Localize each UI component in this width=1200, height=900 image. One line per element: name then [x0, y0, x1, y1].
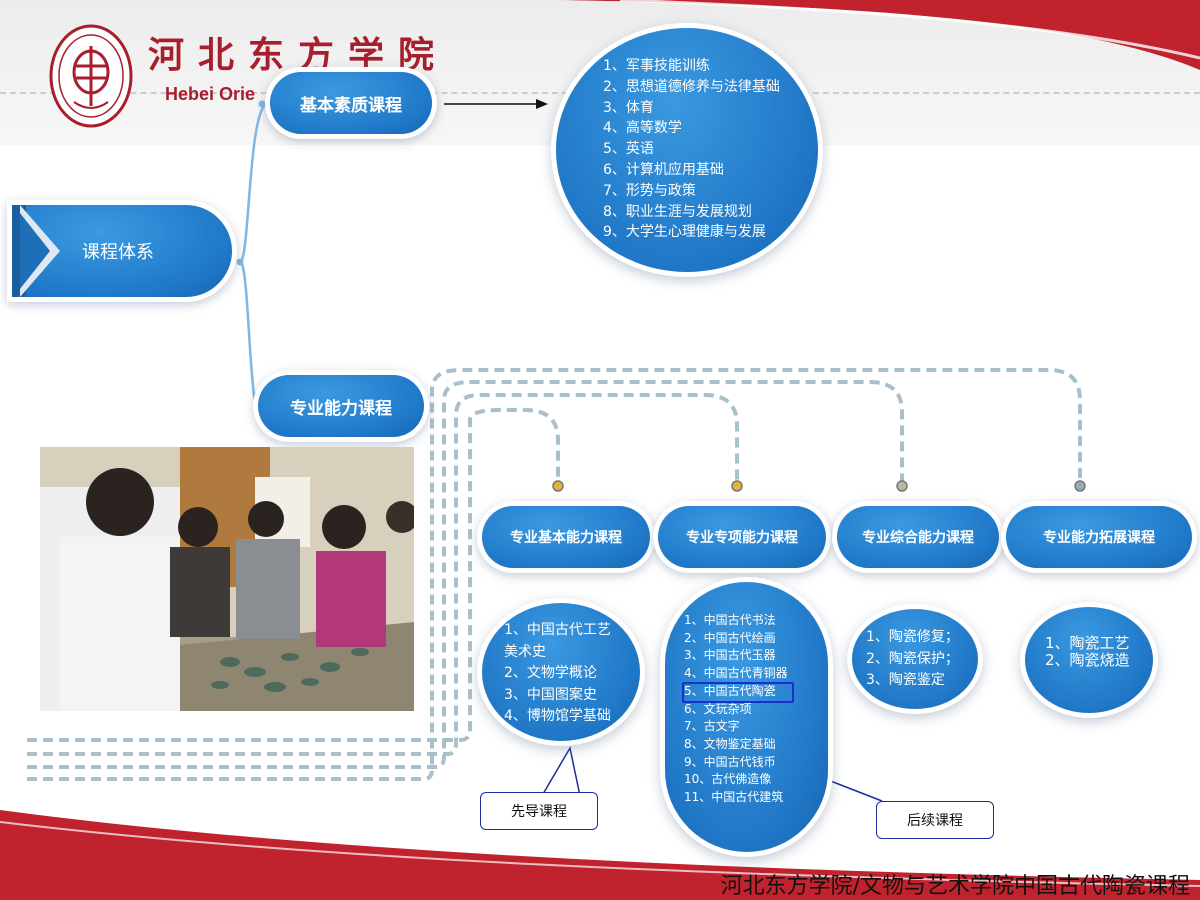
- node-prof-basic: 专业基本能力课程: [482, 506, 650, 568]
- prof-basic-course-list: 1、中国古代工艺 美术史 2、文物学概论 3、中国图案史 4、博物馆学基础: [482, 603, 640, 741]
- list-item: 3、陶瓷鉴定: [866, 672, 945, 688]
- school-name-cn: 河北东方学院: [148, 34, 449, 76]
- list-item: 1、陶瓷修复；: [866, 629, 959, 645]
- footer-caption: 河北东方学院/文物与艺术学院中国古代陶瓷课程: [720, 874, 1190, 899]
- callout-prerequisite: 先导课程: [480, 792, 598, 830]
- list-item: 2、思想道德修养与法律基础: [603, 78, 780, 95]
- basic-course-list: 1、军事技能训练 2、思想道德修养与法律基础 3、体育 4、高等数学 5、英语 …: [556, 28, 818, 272]
- list-item: 8、文物鉴定基础: [684, 736, 776, 751]
- list-item: 7、古文字: [684, 719, 740, 734]
- node-professional: 专业能力课程: [258, 375, 424, 437]
- list-item: 2、陶瓷烧造: [1045, 651, 1130, 669]
- list-item: 3、体育: [603, 99, 654, 116]
- root-node-label: 课程体系: [82, 242, 154, 263]
- node-prof-extension: 专业能力拓展课程: [1006, 506, 1192, 568]
- list-item: 3、中国古代玉器: [684, 648, 776, 663]
- list-item: 9、大学生心理健康与发展: [603, 224, 766, 241]
- list-item: 11、中国古代建筑: [684, 790, 784, 805]
- bottom-red-decoration: [0, 810, 1200, 900]
- chevron-inner: [20, 213, 50, 289]
- list-item: 9、中国古代钱币: [684, 754, 776, 769]
- list-item: 2、文物学概论: [504, 665, 597, 681]
- list-item: 4、高等数学: [603, 120, 682, 137]
- prof-extension-course-list: 1、陶瓷工艺 2、陶瓷烧造: [1025, 607, 1153, 713]
- list-item: 3、中国图案史: [504, 686, 597, 703]
- node-prof-basic-label: 专业基本能力课程: [510, 530, 622, 546]
- list-item: 1、中国古代工艺: [504, 622, 611, 638]
- list-item: 6、文玩杂项: [684, 701, 752, 716]
- school-seal-icon: [49, 24, 133, 128]
- list-item: 2、中国古代绘画: [684, 630, 776, 645]
- callout-prerequisite-label: 先导课程: [511, 804, 567, 820]
- callout-followup: 后续课程: [876, 801, 994, 839]
- node-professional-label: 专业能力课程: [290, 398, 392, 419]
- list-item: 4、博物馆学基础: [504, 708, 611, 724]
- list-item: 2、陶瓷保护；: [866, 650, 959, 667]
- list-item: 5、英语: [603, 141, 654, 158]
- list-item: 1、陶瓷工艺: [1045, 634, 1130, 652]
- node-basic-quality: 基本素质课程: [270, 72, 432, 134]
- list-item: 8、职业生涯与发展规划: [603, 203, 752, 220]
- prof-comprehensive-course-list: 1、陶瓷修复； 2、陶瓷保护； 3、陶瓷鉴定: [852, 609, 978, 709]
- node-prof-special-label: 专业专项能力课程: [686, 530, 798, 546]
- node-prof-extension-label: 专业能力拓展课程: [1043, 530, 1155, 546]
- list-item: 10、古代佛造像: [684, 772, 772, 787]
- highlight-box: [682, 682, 794, 703]
- school-name-en: Hebei Orie: [165, 84, 256, 104]
- list-item: 6、计算机应用基础: [603, 161, 724, 178]
- top-red-decoration: [560, 0, 1200, 70]
- node-prof-special: 专业专项能力课程: [658, 506, 826, 568]
- callout-followup-label: 后续课程: [907, 813, 963, 829]
- list-item: 1、中国古代书法: [684, 613, 776, 627]
- node-basic-quality-label: 基本素质课程: [300, 95, 402, 116]
- list-item: 1、军事技能训练: [603, 58, 710, 74]
- list-item: 美术史: [504, 643, 546, 660]
- node-prof-comprehensive-label: 专业综合能力课程: [862, 530, 974, 546]
- students-photo: [40, 447, 414, 711]
- list-item: 4、中国古代青铜器: [684, 666, 788, 681]
- node-prof-comprehensive: 专业综合能力课程: [837, 506, 999, 568]
- prof-special-course-list: 1、中国古代书法 2、中国古代绘画 3、中国古代玉器 4、中国古代青铜器 5、中…: [665, 582, 828, 852]
- list-item: 7、形势与政策: [603, 182, 696, 199]
- list-item-highlighted: 5、中国古代陶瓷: [684, 683, 776, 698]
